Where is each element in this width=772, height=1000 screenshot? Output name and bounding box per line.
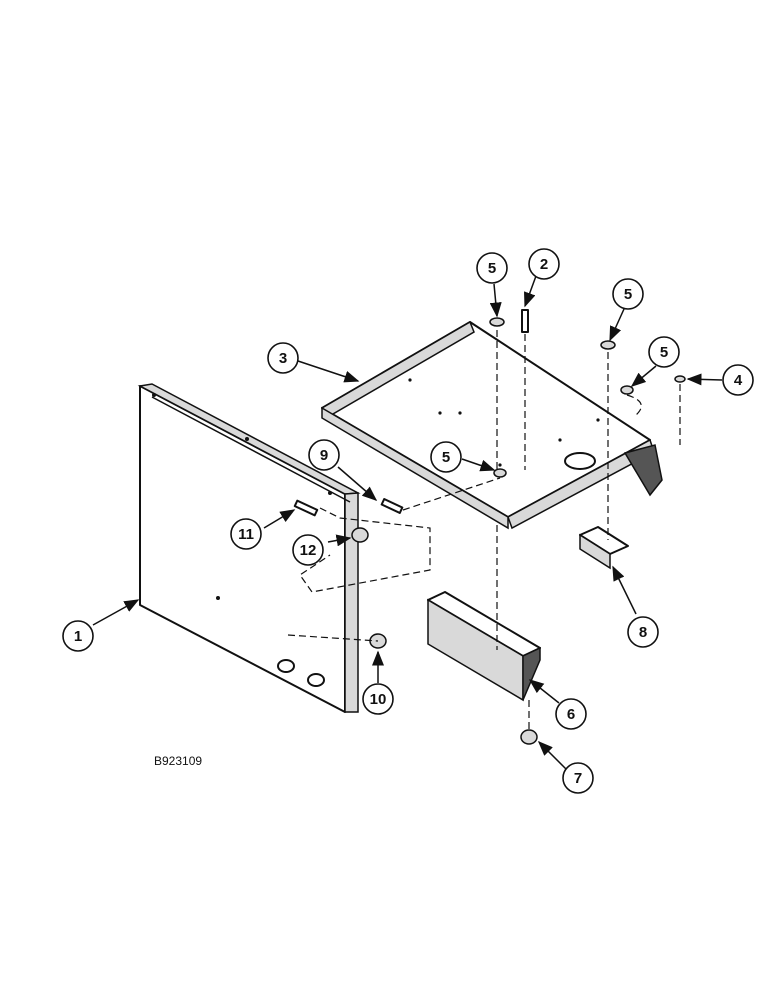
part-small-bracket [579,526,629,570]
part-top-tray [321,320,663,530]
svg-text:11: 11 [238,526,254,543]
part-5-fastener-c [620,385,634,395]
svg-text:10: 10 [370,691,387,708]
callout-4: 4 [722,364,754,396]
callout-11: 11 [230,518,262,550]
svg-text:12: 12 [300,542,317,559]
part-9-bolt [380,498,404,514]
svg-text:1: 1 [74,628,82,645]
callout-8: 8 [627,616,659,648]
part-11-bolt [293,499,319,517]
callout-3: 3 [267,342,299,374]
svg-text:9: 9 [320,447,328,464]
callout-6: 6 [555,698,587,730]
part-7-nut [520,729,538,745]
part-5-fastener-a [489,317,505,327]
svg-text:5: 5 [660,344,668,361]
part-12-nut [351,527,369,543]
svg-text:8: 8 [639,624,647,641]
part-5-fastener-b [600,340,616,350]
callout-5-c: 5 [648,336,680,368]
svg-text:5: 5 [624,286,632,303]
svg-text:7: 7 [574,770,582,787]
callouts: 1 2 3 4 5 5 5 5 [62,248,754,794]
svg-text:4: 4 [734,372,743,389]
callout-5-b: 5 [612,278,644,310]
callout-5-a: 5 [476,252,508,284]
part-4-screw [674,375,686,383]
svg-text:6: 6 [567,706,575,723]
svg-text:2: 2 [540,256,548,273]
callout-2: 2 [528,248,560,280]
leaders [92,275,723,771]
callout-9: 9 [308,439,340,471]
part-5-fastener-d [493,468,507,478]
svg-text:3: 3 [279,350,287,367]
assembly-lines [287,330,681,730]
figure-id: B923109 [154,754,202,768]
callout-12: 12 [292,534,324,566]
svg-text:5: 5 [442,449,450,466]
callout-10: 10 [362,683,394,715]
callout-5-d: 5 [430,441,462,473]
part-bottom-bracket [427,591,541,702]
callout-7: 7 [562,762,594,794]
part-2-bolt [521,309,529,333]
svg-text:5: 5 [488,260,496,277]
callout-1: 1 [62,620,94,652]
